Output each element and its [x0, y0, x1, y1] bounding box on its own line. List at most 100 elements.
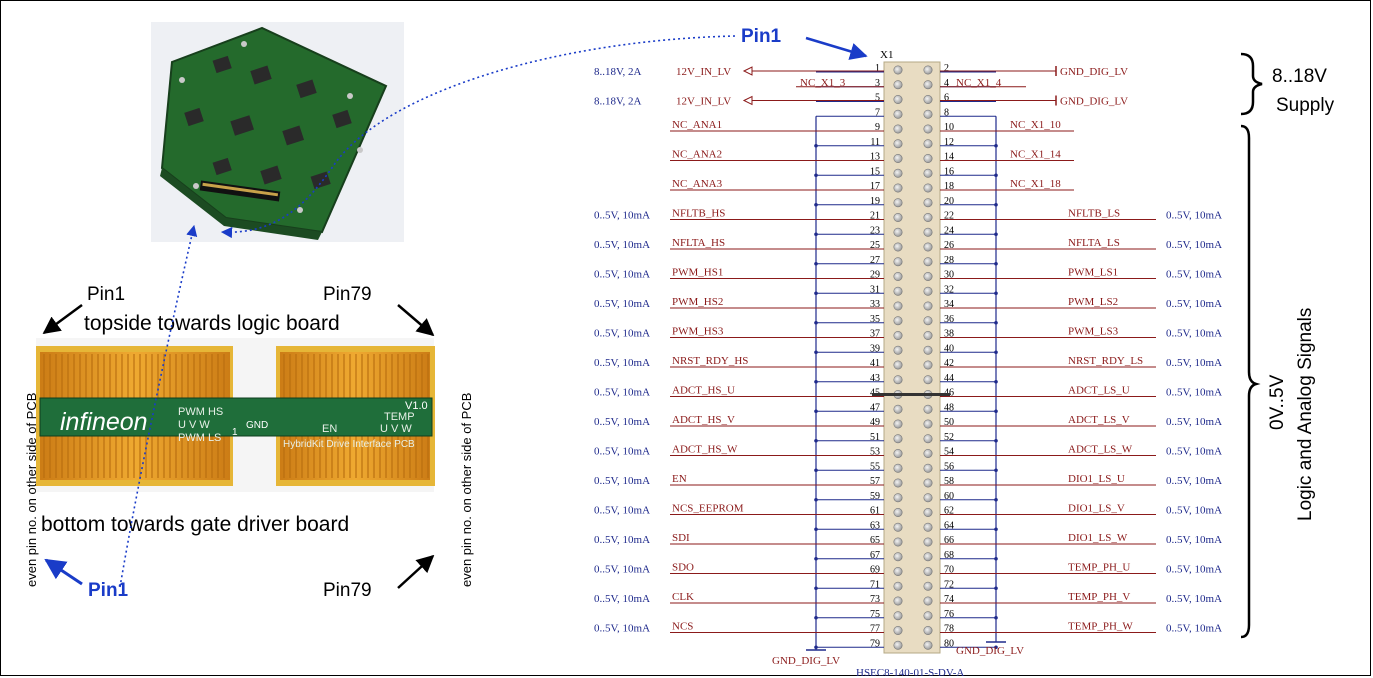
- signal-net-left: NFLTA_HS: [672, 237, 725, 249]
- pin-number-even: 60: [944, 491, 954, 502]
- connector-pad-even: [923, 448, 933, 458]
- pin-number-odd: 25: [870, 240, 880, 251]
- signal-net-left: NC_ANA3: [672, 178, 723, 190]
- signal-net-right: DIO1_LS_U: [1068, 473, 1125, 485]
- signal-spec-right: 0..5V, 10mA: [1166, 328, 1222, 340]
- connector-pad-even: [923, 257, 933, 267]
- logic-range-label: 0V..5V: [1267, 374, 1288, 430]
- connector-pad-odd: [893, 330, 903, 340]
- connector-pad-odd: [893, 227, 903, 237]
- pcb-brand-logo: infineon: [60, 408, 148, 436]
- connector-pad-odd: [893, 625, 903, 635]
- connector-pad-odd: [893, 552, 903, 562]
- signal-spec-right: 0..5V, 10mA: [1166, 534, 1222, 546]
- pin-number-odd: 49: [870, 417, 880, 428]
- connector-pad-odd: [893, 109, 903, 119]
- connector-pad-even: [923, 507, 933, 517]
- connector-part-number: HSEC8-140-01-S-DV-A: [856, 667, 964, 678]
- pcb-label-pwm-hs: PWM HS: [178, 406, 223, 418]
- junction-dot-right: [994, 173, 998, 178]
- signal-net-left: ADCT_HS_V: [672, 414, 735, 426]
- connector-pad-even: [923, 552, 933, 562]
- pin1-callout-arrow: [805, 36, 868, 60]
- connector-pad-odd: [893, 301, 903, 311]
- signal-net-right: TEMP_PH_U: [1068, 562, 1130, 574]
- signal-spec-right: 0..5V, 10mA: [1166, 416, 1222, 428]
- connector-pad-even: [923, 227, 933, 237]
- connector-pad-even: [923, 124, 933, 134]
- signal-spec-left: 0..5V, 10mA: [594, 298, 650, 310]
- pin-number-even: 40: [944, 343, 954, 354]
- pin-number-even: 72: [944, 579, 954, 590]
- junction-dot-right: [994, 232, 998, 237]
- pin79-bottom-label: Pin79: [323, 580, 372, 601]
- signal-spec-right: 0..5V, 10mA: [1166, 387, 1222, 399]
- pin79-bottom-arrow: [397, 554, 435, 589]
- pin-number-even: 80: [944, 638, 954, 649]
- connector-pad-odd: [893, 537, 903, 547]
- pin-number-odd: 5: [875, 93, 880, 104]
- connector-pad-even: [923, 139, 933, 149]
- connector-pad-odd: [893, 596, 903, 606]
- connector-pad-even: [923, 493, 933, 503]
- signal-spec-right: 0..5V, 10mA: [1166, 505, 1222, 517]
- junction-dot-right: [994, 615, 998, 620]
- pin-number-odd: 55: [870, 461, 880, 472]
- junction-dot-left: [814, 438, 818, 443]
- connector-pad-odd: [893, 80, 903, 90]
- pin-number-even: 76: [944, 609, 954, 620]
- connector-pad-even: [923, 581, 933, 591]
- connector-pad-odd: [893, 640, 903, 650]
- connector-pad-odd: [893, 95, 903, 105]
- connector-pad-even: [923, 109, 933, 119]
- signal-spec-left: 0..5V, 10mA: [594, 446, 650, 458]
- connector-pad-odd: [893, 242, 903, 252]
- connector-pad-odd: [893, 611, 903, 621]
- connector-pad-odd: [893, 566, 903, 576]
- connector-pad-odd: [893, 213, 903, 223]
- connector-pad-odd: [893, 493, 903, 503]
- pin-number-even: 32: [944, 284, 954, 295]
- connector-pad-odd: [893, 375, 903, 385]
- pin-number-even: 56: [944, 461, 954, 472]
- signal-net-left: NC_ANA2: [672, 149, 722, 161]
- connector-pad-odd: [893, 257, 903, 267]
- pin79-top-label: Pin79: [323, 284, 372, 305]
- connector-pad-odd: [893, 478, 903, 488]
- junction-dot-right: [994, 320, 998, 325]
- pin-number-odd: 39: [870, 343, 880, 354]
- signal-net-left: NFLTB_HS: [672, 208, 725, 220]
- signal-net-left: PWM_HS3: [672, 326, 724, 338]
- pin-number-even: 58: [944, 476, 954, 487]
- signal-net-left: PWM_HS1: [672, 267, 723, 279]
- pin1-callout: Pin1: [741, 26, 782, 47]
- pin-number-even: 16: [944, 166, 954, 177]
- signal-net-right: NC_X1_10: [1010, 119, 1061, 131]
- connector-pad-odd: [893, 286, 903, 296]
- gnd-left-label: GND_DIG_LV: [772, 655, 840, 667]
- pin-number-even: 68: [944, 550, 954, 561]
- supply-net-label: 12V_IN_LV: [676, 66, 731, 78]
- pin-number-odd: 69: [870, 565, 880, 576]
- junction-dot-left: [814, 556, 818, 561]
- pin-number-even: 36: [944, 314, 954, 325]
- pcb-pin-mark: 1: [232, 427, 238, 438]
- supply-range-label: 8..18V: [1272, 66, 1327, 87]
- connector-pad-even: [923, 286, 933, 296]
- signal-net-right: TEMP_PH_W: [1068, 621, 1133, 633]
- supply-spec-label: 8..18V, 2A: [594, 66, 642, 78]
- junction-dot-right: [994, 586, 998, 591]
- signal-spec-left: 0..5V, 10mA: [594, 328, 650, 340]
- pin-number-even: 48: [944, 402, 954, 413]
- signal-spec-left: 0..5V, 10mA: [594, 416, 650, 428]
- connector-pad-odd: [893, 434, 903, 444]
- connector-pad-even: [923, 611, 933, 621]
- connector-pad-even: [923, 404, 933, 414]
- signal-spec-left: 0..5V, 10mA: [594, 505, 650, 517]
- pin-number-odd: 9: [875, 122, 880, 133]
- pin-number-even: 20: [944, 196, 954, 207]
- pin-number-odd: 1: [875, 63, 880, 74]
- pin-number-odd: 11: [870, 137, 880, 148]
- connector-pad-odd: [893, 419, 903, 429]
